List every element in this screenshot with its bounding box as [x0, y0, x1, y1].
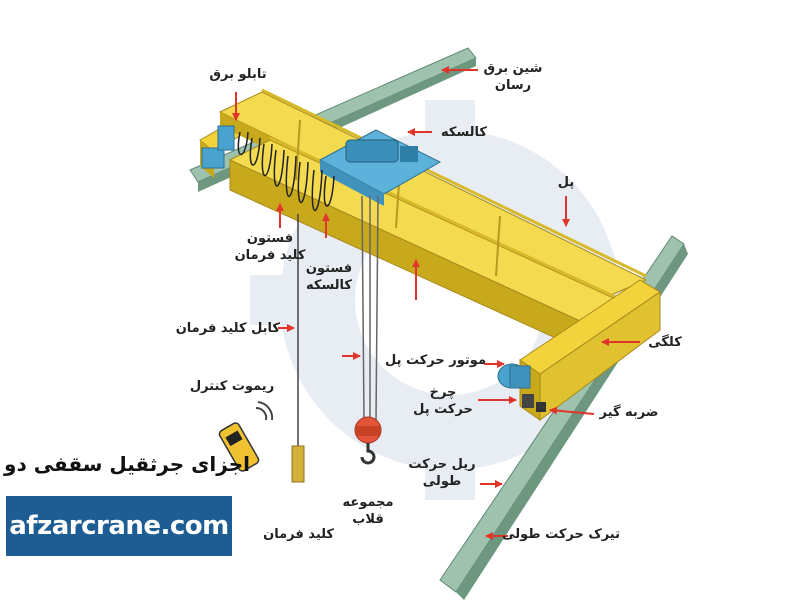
label-control-cable-line1: کابل کلید فرمان — [175, 321, 280, 336]
control-cable — [291, 214, 305, 483]
remote-control — [218, 401, 274, 472]
label-bridge-wheel-line1: چرخ — [429, 385, 457, 400]
diagram-title: اجزای جرثقیل سقفی دو پل — [0, 452, 250, 476]
label-end-carriage-line1: کلگی — [648, 335, 682, 350]
bridge-girders — [218, 88, 648, 351]
label-long-beam-line1: تیرک حرکت طولی — [502, 527, 620, 542]
label-bridge-rail: شین برق رسان — [478, 60, 548, 94]
bridge-motor — [497, 363, 531, 389]
hoist-ropes — [361, 195, 379, 421]
label-hook-assembly: مجموعه قلاب — [336, 494, 400, 528]
arrow-buffer — [549, 406, 595, 415]
hook-block — [354, 416, 382, 465]
label-bridge-wheel: چرخ حرکت پل — [408, 384, 478, 418]
label-bridge-rail-line2: رسان — [494, 78, 532, 93]
label-control-festoon-line2: کلید فرمان — [234, 248, 306, 263]
label-bridge-motor-line1: موتور حرکت پل — [384, 353, 486, 368]
label-long-rail-line2: طولی — [422, 474, 462, 489]
label-control-cable: کابل کلید فرمان — [176, 320, 280, 337]
label-buffer: ضربه گیر — [594, 404, 664, 421]
label-electric-panel: تابلو برق — [200, 66, 276, 83]
label-long-rail-line1: ریل حرکت — [408, 457, 476, 472]
callout-arrows — [232, 66, 640, 540]
label-bridge-line1: پل — [557, 175, 575, 190]
label-bridge-motor: موتور حرکت پل — [384, 352, 486, 369]
label-electric-panel-line1: تابلو برق — [209, 67, 267, 82]
right-end-carriage — [519, 279, 661, 421]
festoon-loops — [237, 131, 335, 211]
bridge-wheel — [522, 394, 534, 408]
label-remote-control-line1: ریموت کنترل — [189, 379, 275, 394]
label-trolley-festoon-line2: کالسکه — [306, 278, 352, 293]
trolley — [318, 129, 442, 206]
label-long-rail: ریل حرکت طولی — [404, 456, 480, 490]
label-remote-control: ریموت کنترل — [184, 378, 280, 395]
label-end-carriage: کلگی — [640, 334, 690, 351]
brand-text: afzarcrane.com — [9, 511, 229, 541]
label-bridge-rail-line1: شین برق — [483, 61, 543, 76]
label-pendant-line1: کلید فرمان — [263, 527, 334, 542]
buffer — [536, 402, 546, 412]
label-hook-assembly-line2: قلاب — [352, 512, 384, 527]
label-control-festoon-line1: فستون — [246, 231, 294, 246]
label-trolley: کالسکه — [432, 124, 496, 141]
label-buffer-line1: ضربه گیر — [599, 405, 659, 420]
label-control-festoon: فستون کلید فرمان — [222, 230, 318, 264]
electric-panel — [217, 125, 235, 151]
label-bridge: پل — [546, 174, 586, 191]
brand-banner: afzarcrane.com — [6, 496, 232, 556]
label-pendant: کلید فرمان — [263, 526, 334, 543]
label-trolley-line1: کالسکه — [441, 125, 487, 140]
label-trolley-festoon-line1: فستون — [305, 261, 353, 276]
label-long-beam: تیرک حرکت طولی — [502, 526, 620, 543]
label-hook-assembly-line1: مجموعه — [342, 495, 394, 510]
label-bridge-wheel-line2: حرکت پل — [413, 402, 473, 417]
label-trolley-festoon: فستون کالسکه — [294, 260, 364, 294]
